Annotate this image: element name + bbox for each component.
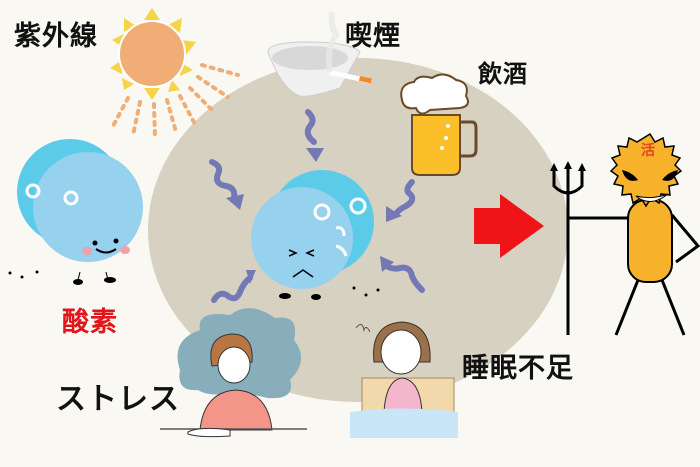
wavy-arrows <box>209 109 425 303</box>
wavy-arrow-heads <box>226 148 402 284</box>
ashtray-icon <box>267 11 372 97</box>
label-uv: 紫外線 <box>14 21 98 52</box>
red-arrow-icon <box>474 194 544 258</box>
sleepy-woman-illustration <box>350 321 458 438</box>
active-oxygen-devil-character <box>550 132 700 336</box>
label-stress: ストレス <box>56 382 180 417</box>
devil-forehead-label: 活 <box>641 143 655 159</box>
oxygen-character-happy <box>8 139 143 285</box>
label-drinking: 飲酒 <box>478 60 528 88</box>
oxygen-character-distressed <box>251 170 380 300</box>
stress-woman-illustration <box>160 308 307 438</box>
beer-mug-icon <box>400 73 478 176</box>
label-oxygen: 酸素 <box>62 307 118 338</box>
label-smoking: 喫煙 <box>345 21 401 52</box>
label-sleep-deprivation: 睡眠不足 <box>462 353 574 384</box>
sun-icon <box>110 8 240 140</box>
